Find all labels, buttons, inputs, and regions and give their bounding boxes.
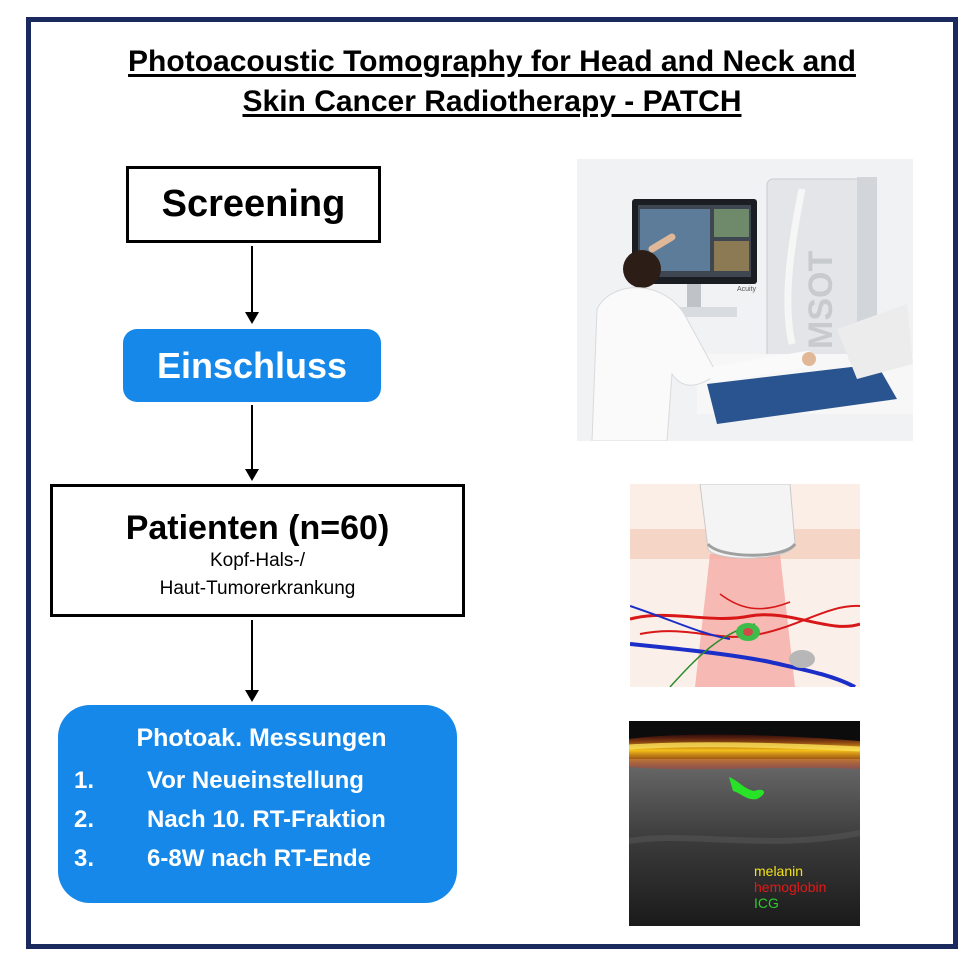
monitor-brand: Acuity bbox=[737, 286, 757, 293]
item-number: 2. bbox=[74, 806, 95, 833]
messungen-item: 3. 6-8W nach RT-Ende bbox=[58, 839, 457, 878]
patienten-line-2: Haut-Tumorerkrankung bbox=[159, 578, 356, 599]
legend-melanin: melanin bbox=[754, 863, 804, 879]
pa-scene bbox=[629, 721, 860, 926]
item-label: Vor Neueinstellung bbox=[147, 767, 364, 794]
item-number: 1. bbox=[74, 767, 95, 794]
einschluss-box: Einschluss bbox=[123, 329, 381, 402]
tissue-scene bbox=[630, 484, 860, 687]
patienten-line-1: Kopf-Hals-/ bbox=[209, 550, 306, 571]
item-label: 6-8W nach RT-Ende bbox=[147, 845, 372, 872]
legend-hemoglobin: hemoglobin bbox=[754, 879, 827, 895]
figure-frame: Photoacoustic Tomography for Head and Ne… bbox=[26, 17, 958, 949]
item-label: Nach 10. RT-Fraktion bbox=[147, 806, 386, 833]
title-line-2: Skin Cancer Radiotherapy - PATCH bbox=[242, 85, 742, 118]
photoacoustic-image: melanin hemoglobin ICG bbox=[629, 721, 860, 926]
patienten-title: Patienten (n=60) bbox=[125, 509, 390, 547]
messungen-box: Photoak. Messungen 1. Vor Neueinstellung… bbox=[58, 705, 457, 903]
title-line-1: Photoacoustic Tomography for Head and Ne… bbox=[128, 45, 856, 78]
messungen-item: 1. Vor Neueinstellung bbox=[58, 761, 457, 800]
tissue-illustration bbox=[630, 484, 860, 687]
arrow-screening-to-einschluss bbox=[245, 246, 259, 324]
messungen-list: 1. Vor Neueinstellung 2. Nach 10. RT-Fra… bbox=[58, 761, 457, 878]
scanner-photo: MSOT Acuity bbox=[577, 159, 913, 441]
patienten-box: Patienten (n=60) Kopf-Hals-/ Haut-Tumore… bbox=[50, 484, 465, 617]
legend-icg: ICG bbox=[754, 895, 779, 911]
messungen-item: 2. Nach 10. RT-Fraktion bbox=[58, 800, 457, 839]
device-logo: MSOT bbox=[802, 251, 840, 349]
figure-title: Photoacoustic Tomography for Head and Ne… bbox=[31, 42, 953, 122]
arrow-patienten-to-messungen bbox=[245, 620, 259, 702]
arrow-einschluss-to-patienten bbox=[245, 405, 259, 481]
scanner-scene: MSOT Acuity bbox=[577, 159, 913, 441]
pa-legend: melanin hemoglobin ICG bbox=[754, 863, 826, 911]
messungen-title: Photoak. Messungen bbox=[136, 724, 387, 752]
screening-box: Screening bbox=[126, 166, 381, 243]
item-number: 3. bbox=[74, 845, 95, 872]
